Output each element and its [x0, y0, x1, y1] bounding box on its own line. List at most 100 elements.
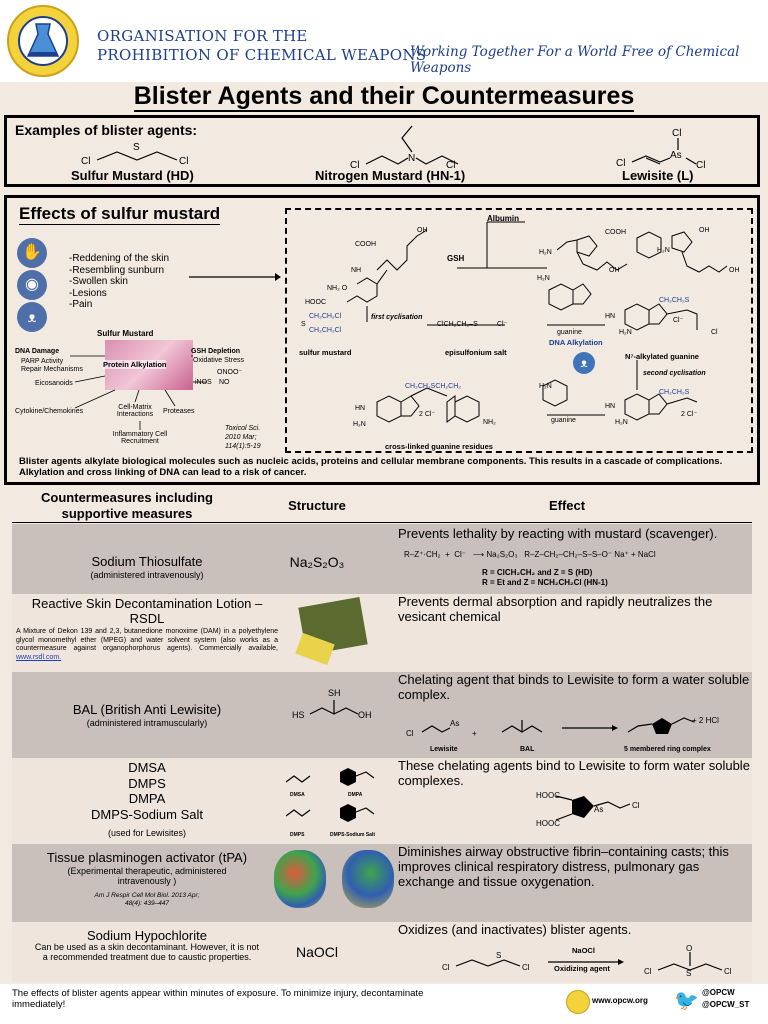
svg-text:OH: OH: [609, 267, 620, 274]
sulfur-mustard-structure: Cl S Cl: [81, 142, 188, 167]
svg-text:HN: HN: [605, 313, 615, 320]
scheme-label: GSH: [447, 254, 465, 263]
svg-text:S: S: [133, 142, 140, 153]
diagram-arrows: [70, 355, 207, 430]
dna-icon: ᴥ: [573, 352, 595, 374]
effect-text: These chelating agents bind to Lewisite …: [398, 758, 750, 788]
table-row: DMSA DMPS DMPA DMPS-Sodium Salt (used fo…: [12, 758, 752, 844]
footer-note: The effects of blister agents appear wit…: [12, 988, 424, 1010]
scheme-label: first cyclisation: [371, 314, 423, 321]
arrow-icon: [189, 273, 281, 281]
svg-text:OH: OH: [417, 227, 428, 234]
diagram-label: PARP Activity: [21, 358, 64, 365]
svg-text:S: S: [301, 321, 306, 328]
svg-text:2 Cl⁻: 2 Cl⁻: [419, 411, 435, 418]
symptom-list: -Reddening of the skin -Resembling sunbu…: [69, 253, 169, 311]
reaction-scheme: R–Z⁺·CH₂ + Cl⁻ ⟶ Na₂S₂O₃ R–Z–CH₂–CH₂–S–S…: [404, 550, 656, 559]
rsdl-link[interactable]: www.rsdl.com.: [16, 653, 62, 661]
svg-text:Cl: Cl: [696, 160, 705, 168]
svg-text:Cl⁻: Cl⁻: [673, 317, 684, 324]
countermeasure-name: Tissue plasminogen activator (tPA): [46, 850, 248, 865]
structure-label: DMSA: [290, 792, 305, 798]
symptom-item: -Lesions: [69, 287, 107, 299]
svg-text:Cl: Cl: [350, 160, 359, 168]
svg-text:CH₂CH₂S: CH₂CH₂S: [659, 389, 690, 396]
svg-text:OH: OH: [729, 267, 740, 274]
svg-text:H₂N: H₂N: [615, 419, 628, 426]
diagram-label: ONOO⁻: [217, 369, 243, 376]
diagram-label: Inflammatory Cell Recruitment: [112, 431, 168, 445]
table-row: Tissue plasminogen activator (tPA) (Expe…: [12, 844, 752, 922]
svg-text:Cl: Cl: [442, 963, 450, 972]
svg-text:Cl: Cl: [616, 158, 625, 168]
countermeasure-note: (used for Lewisites): [107, 828, 187, 838]
countermeasure-note: (Experimental therapeutic, administered …: [67, 866, 227, 886]
diagram-label: Protein Alkylation: [103, 360, 167, 369]
structure-label: DMPS-Sodium Salt: [330, 832, 376, 838]
svg-text:H₂N: H₂N: [539, 383, 552, 390]
svg-text:OH: OH: [699, 227, 710, 234]
svg-text:S: S: [496, 951, 501, 960]
svg-text:ClCH₂CH₂–S: ClCH₂CH₂–S: [437, 321, 478, 328]
structure-formula: NaOCl: [295, 944, 338, 960]
reaction-label: BAL: [520, 746, 535, 753]
scheme-label: second cyclisation: [643, 370, 706, 377]
scheme-label: Albumin: [487, 214, 519, 223]
diagram-label: GSH Depletion: [191, 348, 241, 355]
countermeasure-note: (administered intramuscularly): [86, 718, 208, 728]
svg-text:HS: HS: [292, 710, 305, 720]
svg-text:CH₂CH₂Cl: CH₂CH₂Cl: [309, 327, 342, 334]
svg-text:Cl⁻: Cl⁻: [497, 321, 508, 328]
examples-heading: Examples of blister agents:: [15, 122, 198, 138]
symptom-item: -Pain: [69, 299, 93, 310]
hand-icon: ✋: [17, 238, 47, 268]
diagram-label: NO: [219, 379, 230, 386]
svg-text:As: As: [450, 719, 459, 728]
bal-structure: HS SH OH: [292, 688, 372, 720]
structure-label: DMPS: [290, 832, 305, 838]
lewisite-structure: As Cl Cl Cl: [616, 128, 705, 168]
footer: The effects of blister agents appear wit…: [0, 984, 768, 1024]
svg-text:NH₂ O: NH₂ O: [327, 285, 348, 292]
svg-text:2 Cl⁻: 2 Cl⁻: [681, 411, 697, 418]
reaction-byproduct: + 2 HCl: [692, 716, 719, 725]
effect-text: Chelating agent that binds to Lewisite t…: [398, 672, 750, 702]
reaction-notes: R = ClCH₂CH₂ and Z = S (HD) R = Et and Z…: [482, 568, 608, 588]
opcw-logo: [7, 5, 79, 77]
page-title-text: Blister Agents and their Countermeasures: [133, 82, 635, 112]
svg-text:As: As: [594, 805, 603, 814]
svg-text:H₂N: H₂N: [353, 421, 366, 428]
svg-text:O: O: [686, 944, 692, 953]
org-line1: ORGANISATION FOR THE: [97, 27, 308, 45]
svg-text:Cl: Cl: [522, 963, 530, 972]
diagram-label: DNA Damage: [15, 348, 60, 355]
structure-formula: Na₂S₂O₃: [289, 554, 345, 570]
countermeasure-name: DMPA: [128, 791, 166, 806]
symptom-item: -Reddening of the skin: [69, 253, 170, 264]
svg-text:+: +: [472, 729, 477, 738]
svg-text:H₂N: H₂N: [619, 329, 632, 336]
diagram-label: Eicosanoids: [35, 380, 73, 387]
svg-text:As: As: [670, 150, 682, 161]
twitter-handle[interactable]: @OPCW_ST: [702, 1000, 750, 1009]
lungs-icon: ᴥ: [17, 302, 47, 332]
reaction-note: R = ClCH₂CH₂ and Z = S (HD): [482, 568, 593, 577]
svg-text:NH₂: NH₂: [483, 419, 496, 426]
countermeasure-name: DMPS: [128, 775, 166, 791]
countermeasure-note: Can be used as a skin decontaminant. How…: [34, 942, 260, 962]
website-link[interactable]: www.opcw.org: [592, 996, 648, 1005]
reaction-note: R = Et and Z = NCH₂CH₂Cl (HN-1): [482, 578, 608, 587]
diagram-label: Proteases: [163, 408, 195, 415]
svg-text:H₂N: H₂N: [539, 249, 552, 256]
table-header: Countermeasures including supportive mea…: [12, 488, 752, 523]
twitter-icon: 🐦: [674, 990, 699, 1012]
reagent-label: Oxidizing agent: [554, 964, 610, 973]
diagram-label: Oxidative Stress: [193, 357, 244, 364]
org-name: ORGANISATION FOR THE PROHIBITION OF CHEM…: [97, 27, 426, 65]
svg-text:OH: OH: [358, 710, 372, 720]
twitter-handle[interactable]: @OPCW: [702, 988, 735, 997]
header: ORGANISATION FOR THE PROHIBITION OF CHEM…: [0, 0, 768, 82]
effects-heading: Effects of sulfur mustard: [19, 204, 221, 225]
countermeasure-note: (administered intravenously): [90, 570, 204, 580]
